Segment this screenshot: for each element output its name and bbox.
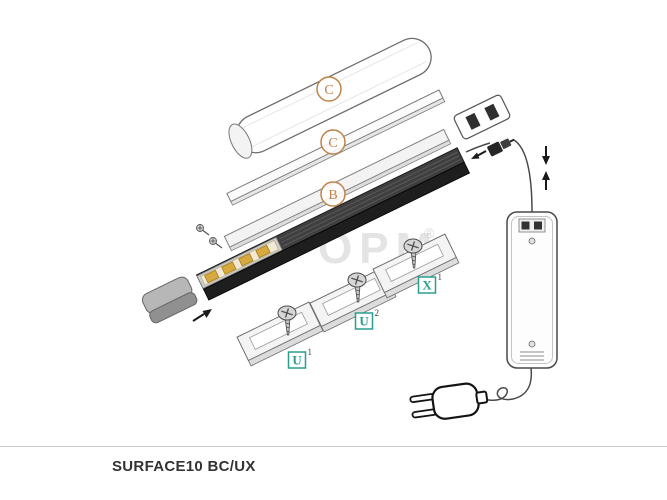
profile-rib-2	[280, 155, 460, 244]
endcap-screw-small-2	[209, 237, 223, 249]
led-pad-1	[204, 269, 220, 284]
label-u1-sup: 1	[308, 347, 313, 357]
led-driver	[506, 211, 558, 369]
connector-housing	[487, 141, 503, 157]
exploded-view-diagram: OPM ®	[141, 37, 558, 420]
bracket-body	[453, 94, 511, 140]
callout-cover-flat: C	[320, 129, 346, 155]
callout-profile-base: B	[320, 181, 346, 207]
callout-cover-round: C	[316, 76, 342, 102]
callout-cover-round-letter: C	[324, 83, 333, 98]
label-u1-box	[287, 351, 307, 369]
label-u2-sup: 2	[375, 308, 380, 318]
label-u2-box	[354, 312, 374, 330]
end-cap-front	[149, 292, 198, 324]
label-x1-letter: X	[422, 278, 432, 293]
connector-lead	[509, 138, 515, 143]
connector-pin-block	[500, 138, 512, 149]
label-u2: U 2	[354, 308, 380, 330]
product-title: SURFACE10 BC/UX	[112, 458, 256, 475]
callout-cover-flat-letter: C	[328, 136, 337, 151]
led-cable	[465, 142, 491, 153]
cable-connector-plug	[487, 138, 515, 157]
mains-wire	[485, 367, 533, 401]
label-x1-sup: 1	[438, 272, 443, 282]
callout-cover-round-circle	[316, 76, 342, 102]
power-plug	[409, 382, 489, 420]
footer-divider	[0, 446, 667, 447]
plug-body	[431, 382, 480, 420]
driver-inner-outline	[511, 216, 553, 364]
plug-pin-top	[409, 393, 436, 404]
driver-terminal-port-right	[534, 221, 542, 230]
insert-arrow-endcap-icon	[192, 309, 212, 322]
bracket-slot-left	[465, 112, 481, 130]
label-u1: U 1	[287, 347, 313, 369]
profile-front-face	[203, 161, 470, 301]
driver-terminal-port-left	[521, 221, 530, 230]
callout-profile-base-circle	[320, 181, 346, 207]
led-pad-4	[255, 244, 271, 259]
cover-round-endface	[228, 123, 253, 159]
watermark-registered-icon: ®	[424, 225, 435, 241]
driver-screw-top	[528, 237, 536, 245]
endcap-screw-small-1	[196, 224, 210, 236]
profile-rib-3	[282, 159, 461, 247]
arrow-up-icon	[542, 171, 550, 190]
label-x1-box	[417, 276, 437, 294]
end-cap	[141, 276, 198, 324]
callout-cover-flat-circle	[320, 129, 346, 155]
cover-round-highlight-bottom	[249, 60, 428, 149]
led-pad-3	[238, 253, 254, 267]
label-u2-letter: U	[359, 314, 369, 329]
bracket-slot-right	[484, 103, 500, 121]
driver-vents	[520, 351, 544, 361]
plug-cable-boot	[475, 390, 489, 405]
profile-rib-1	[278, 151, 458, 240]
driver-input-wire	[513, 139, 533, 213]
insert-arrow-connector-icon	[471, 150, 487, 159]
label-x1: X 1	[417, 272, 443, 294]
arrow-down-icon	[542, 146, 550, 165]
led-pad-2	[221, 261, 237, 275]
led-profile	[195, 147, 470, 301]
driver-screw-bottom	[528, 340, 536, 348]
label-u1-letter: U	[292, 353, 302, 368]
callout-profile-base-letter: B	[328, 188, 337, 203]
driver-body	[506, 211, 558, 369]
mounting-bracket	[453, 94, 511, 140]
